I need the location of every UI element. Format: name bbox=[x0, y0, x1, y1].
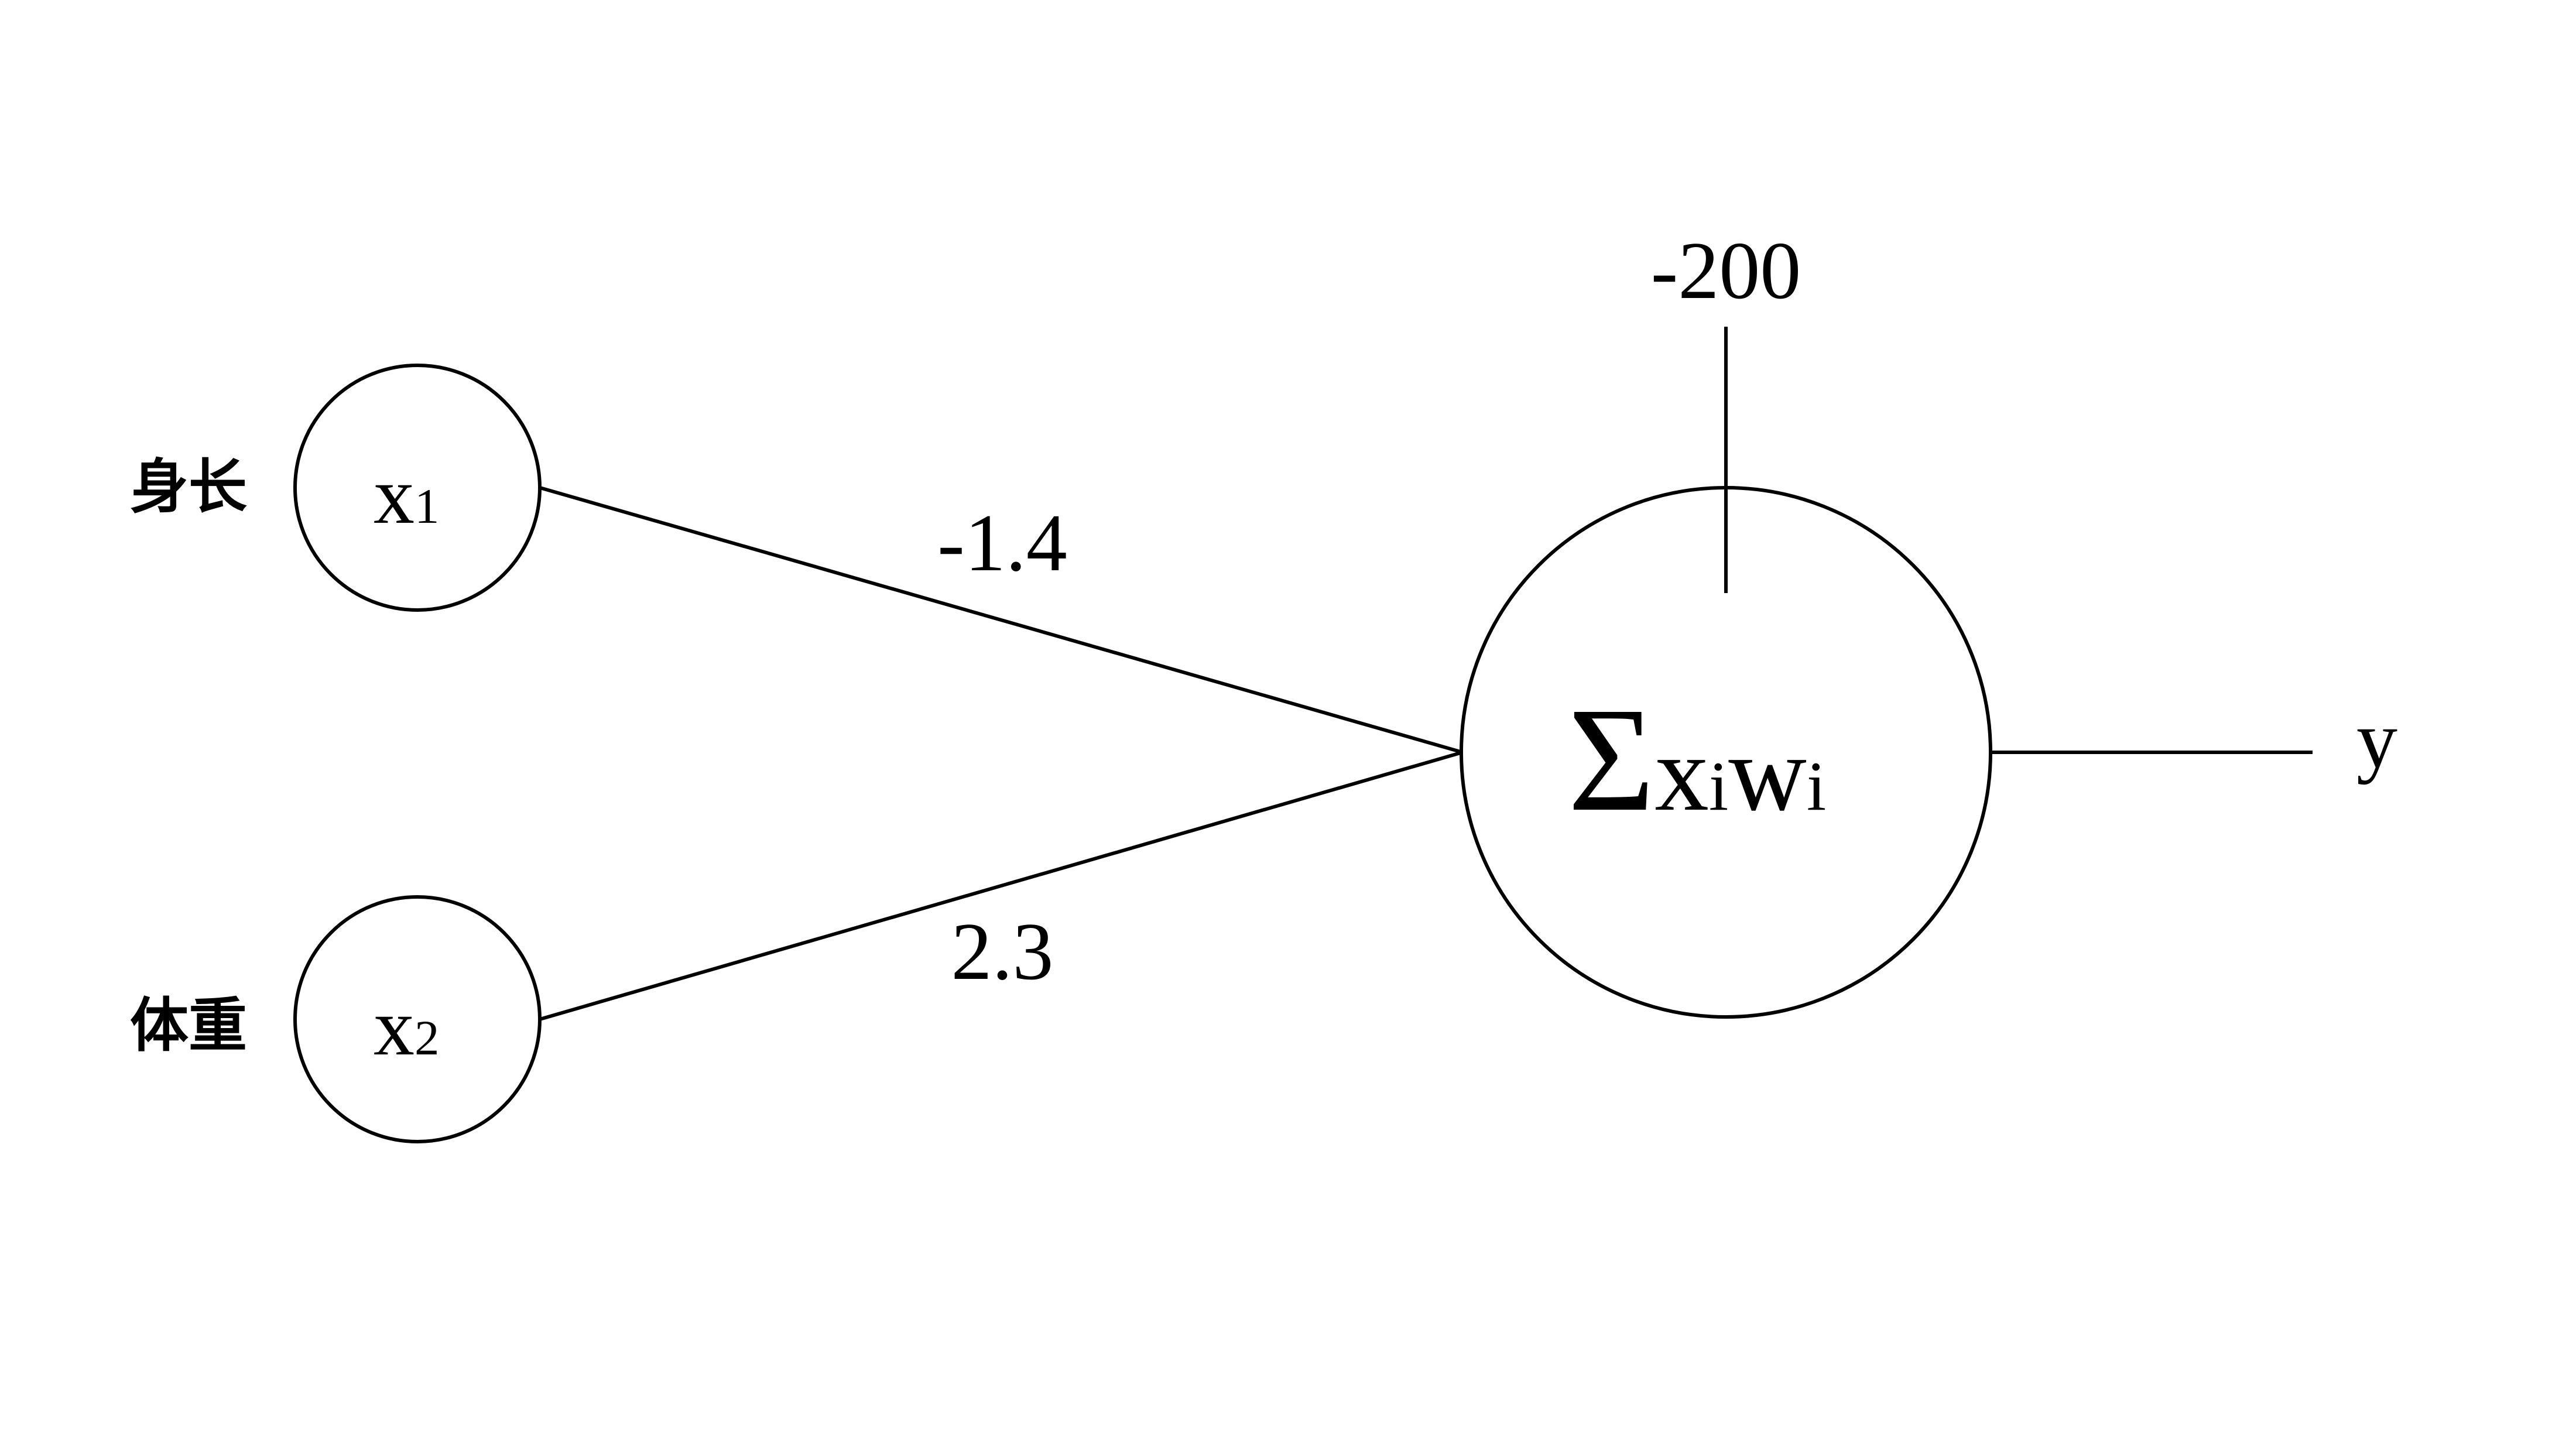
formula-x: x bbox=[1654, 714, 1709, 834]
input-2-sub: 2 bbox=[415, 1010, 440, 1066]
input-2-label: 体重 bbox=[130, 994, 247, 1059]
neuron-formula: Σxiwi bbox=[1568, 677, 1826, 842]
input-1-label: 身长 bbox=[130, 455, 247, 520]
weight-2-label: 2.3 bbox=[951, 906, 1054, 997]
formula-w: w bbox=[1728, 714, 1807, 834]
output-label: y bbox=[2356, 694, 2397, 785]
input-2-var: x bbox=[374, 982, 415, 1073]
input-1-sub: 1 bbox=[415, 479, 440, 534]
formula-w-sub: i bbox=[1807, 747, 1826, 825]
input-node-2: x2 bbox=[293, 895, 542, 1143]
sigma-symbol: Σ bbox=[1568, 677, 1654, 842]
input-node-1: x1 bbox=[293, 364, 542, 612]
weight-1-label: -1.4 bbox=[937, 498, 1067, 588]
input-node-2-symbol: x2 bbox=[374, 982, 440, 1073]
input-1-var: x bbox=[374, 450, 415, 541]
input-node-1-symbol: x1 bbox=[374, 450, 440, 541]
bias-label: -200 bbox=[1651, 225, 1801, 316]
edge-input-2 bbox=[539, 751, 1463, 1021]
formula-x-sub: i bbox=[1709, 747, 1728, 825]
edge-input-1 bbox=[539, 486, 1463, 754]
